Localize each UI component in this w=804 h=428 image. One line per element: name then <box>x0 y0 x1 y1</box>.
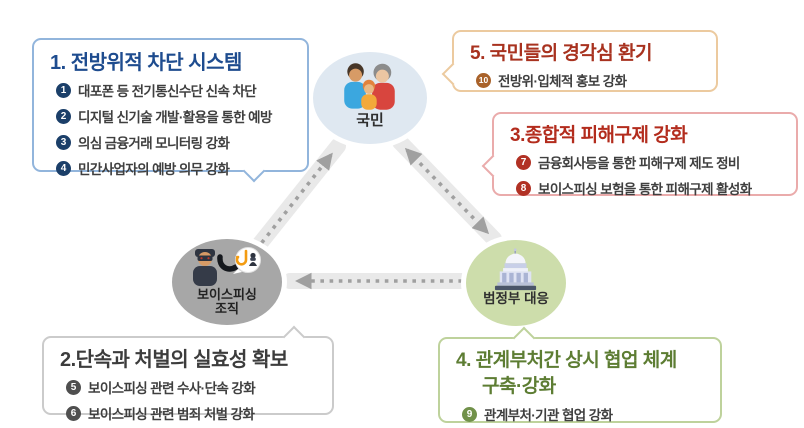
list-item: 9 관계부처·기관 협업 강화 <box>462 404 708 424</box>
node-citizens: 국민 <box>313 52 427 144</box>
node-phishing-label-line2: 조직 <box>215 300 239 316</box>
list-item: 5 보이스피싱 관련 수사·단속 강화 <box>66 377 320 397</box>
item-number-badge: 2 <box>56 108 71 124</box>
list-item: 8 보이스피싱 보험을 통한 피해구제 활성화 <box>516 178 784 198</box>
family-icon <box>337 60 403 114</box>
list-item: 7 금융회사등을 통한 피해구제 제도 정비 <box>516 152 784 172</box>
list-item: 10 전방위·입체적 홍보 강화 <box>476 70 704 90</box>
list-item: 4 민간사업자의 예방 의무 강화 <box>56 158 295 178</box>
box-victim-relief: 3.종합적 피해구제 강화 7 금융회사등을 통한 피해구제 제도 정비 8 보… <box>481 112 798 198</box>
arrow-citizens-government-double <box>404 147 490 235</box>
item-number-badge: 6 <box>66 405 81 421</box>
node-phishing-label-line1: 보이스피싱 <box>197 287 257 302</box>
government-building-icon <box>490 248 542 292</box>
item-number-badge: 3 <box>56 134 71 150</box>
node-citizens-label: 국민 <box>356 112 384 129</box>
box-blocking-title: 1. 전방위적 차단 시스템 <box>50 52 242 74</box>
box-blocking-system: 1. 전방위적 차단 시스템 1 대포폰 등 전기통신수단 신속 차단 2 디지… <box>32 38 309 183</box>
list-item: 2 디지털 신기술 개발·활용을 통한 예방 <box>56 106 295 126</box>
item-number-badge: 9 <box>462 406 477 422</box>
thief-phone-icon <box>188 247 266 289</box>
item-number-badge: 4 <box>56 160 71 176</box>
box-enforcement: 2.단속과 처벌의 실효성 확보 5 보이스피싱 관련 수사·단속 강화 6 보… <box>42 325 334 422</box>
box-relief-title: 3.종합적 피해구제 강화 <box>510 125 688 146</box>
box-awareness-title: 5. 국민들의 경각심 환기 <box>470 43 653 64</box>
node-government: 범정부 대응 <box>466 240 566 326</box>
node-phishing-org: 보이스피싱 조직 <box>172 239 282 325</box>
item-number-badge: 5 <box>66 379 81 395</box>
box-cooperation-title-line2: 구축·강화 <box>482 376 556 398</box>
arrow-phishing-to-citizens <box>254 152 333 252</box>
list-item: 6 보이스피싱 관련 범죄 처벌 강화 <box>66 403 320 423</box>
node-government-label: 범정부 대응 <box>483 291 549 306</box>
item-number-badge: 7 <box>516 154 531 170</box>
list-item: 1 대포폰 등 전기통신수단 신속 차단 <box>56 80 295 100</box>
item-number-badge: 10 <box>476 72 491 88</box>
item-number-badge: 1 <box>56 82 71 98</box>
box-enforcement-title: 2.단속과 처벌의 실효성 확보 <box>60 349 288 371</box>
box-awareness: 5. 국민들의 경각심 환기 10 전방위·입체적 홍보 강화 <box>441 30 718 92</box>
box-cooperation-title: 4. 관계부처간 상시 협업 체계 <box>456 350 677 371</box>
list-item: 3 의심 금융거래 모니터링 강화 <box>56 132 295 152</box>
item-number-badge: 8 <box>516 180 531 196</box>
box-cooperation: 4. 관계부처간 상시 협업 체계 구축·강화 9 관계부처·기관 협업 강화 <box>438 326 722 424</box>
